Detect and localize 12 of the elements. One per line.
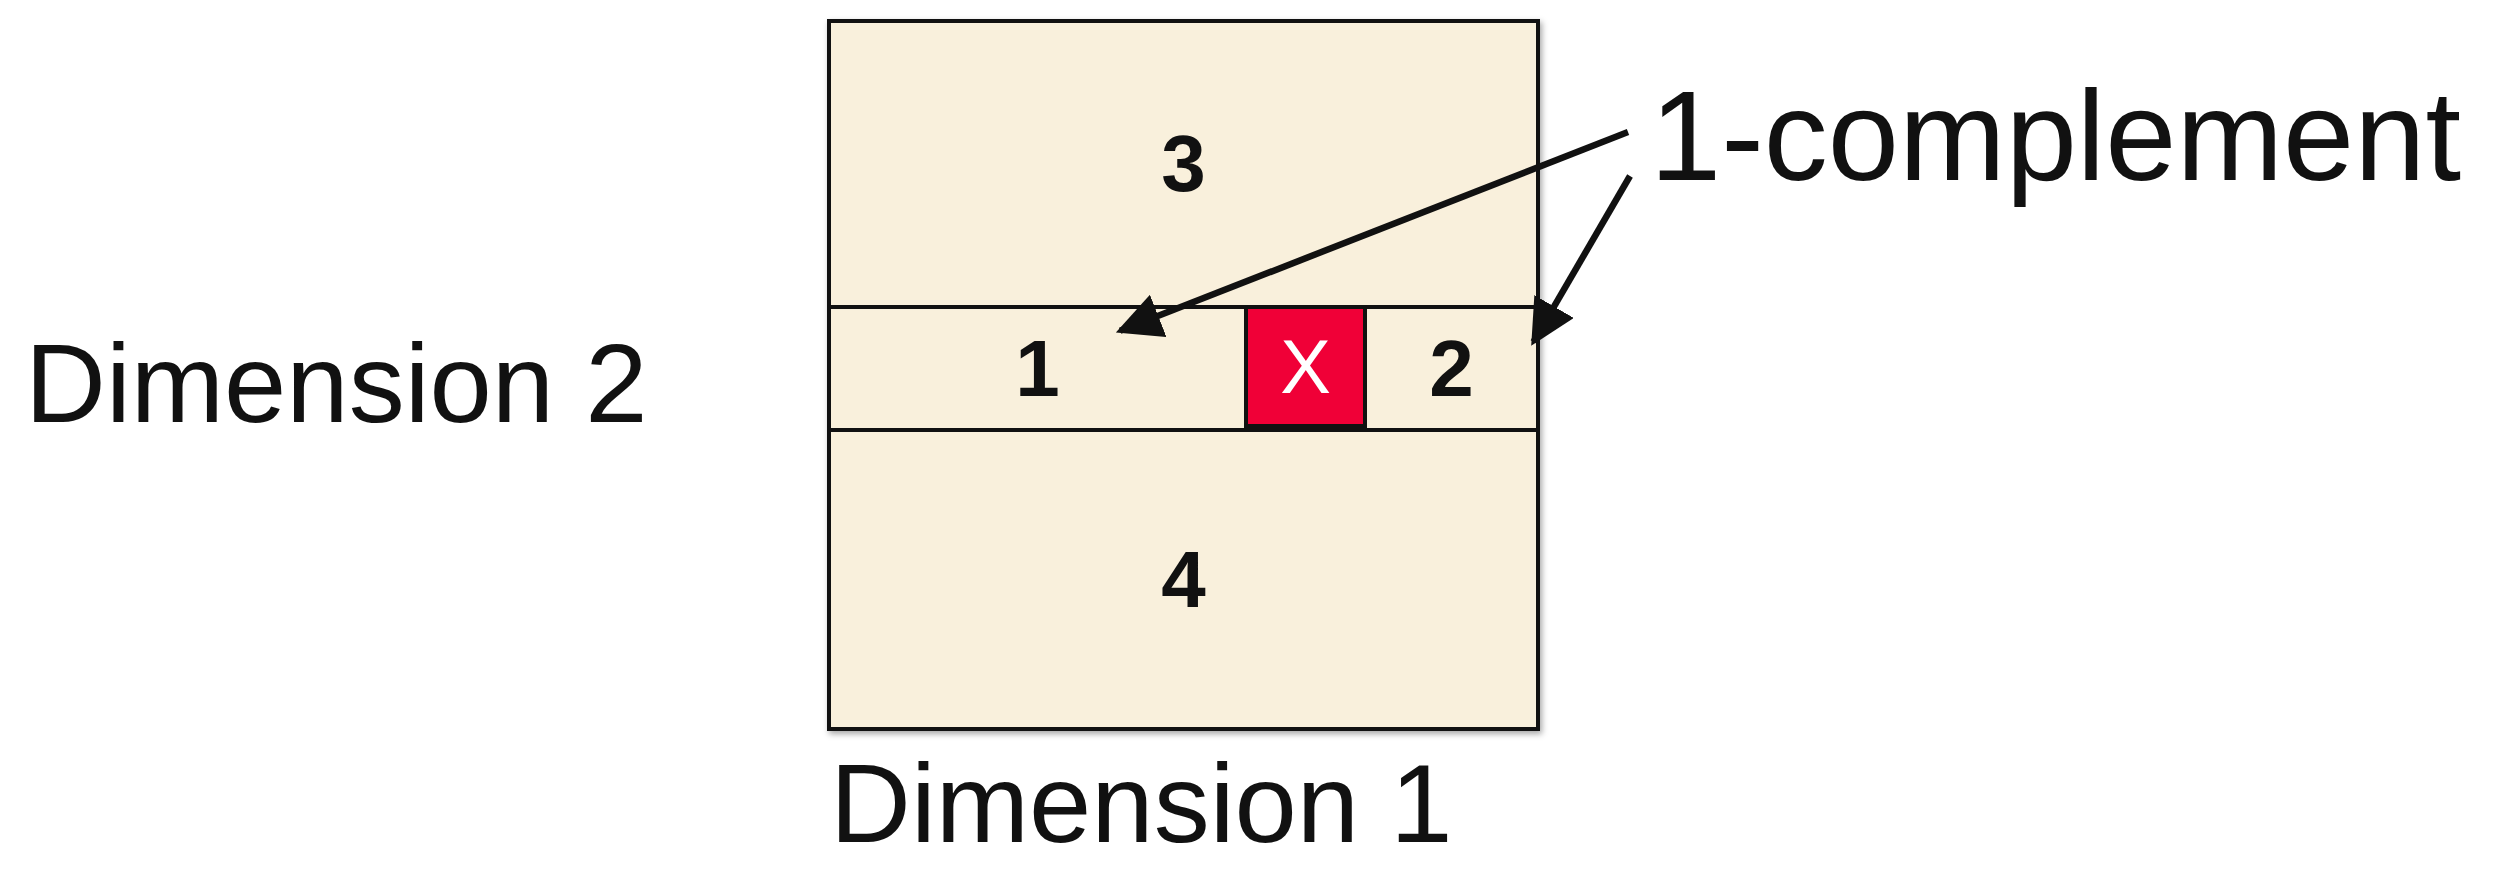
highlighted-cell bbox=[1244, 305, 1367, 428]
arrow bbox=[1115, 128, 1630, 338]
axis-label: Dimension 1 bbox=[830, 748, 1453, 860]
region-number: 3 bbox=[1161, 124, 1206, 204]
callout-label: 1-complement bbox=[1650, 64, 2461, 207]
grid-square bbox=[827, 19, 1540, 731]
arrow bbox=[1530, 174, 1633, 346]
region-number: 4 bbox=[1161, 539, 1206, 620]
region-number: 1 bbox=[1015, 328, 1060, 409]
region-number: X bbox=[1280, 328, 1331, 405]
region-number: 2 bbox=[1429, 328, 1474, 409]
axis-label: Dimension 2 bbox=[25, 328, 648, 440]
